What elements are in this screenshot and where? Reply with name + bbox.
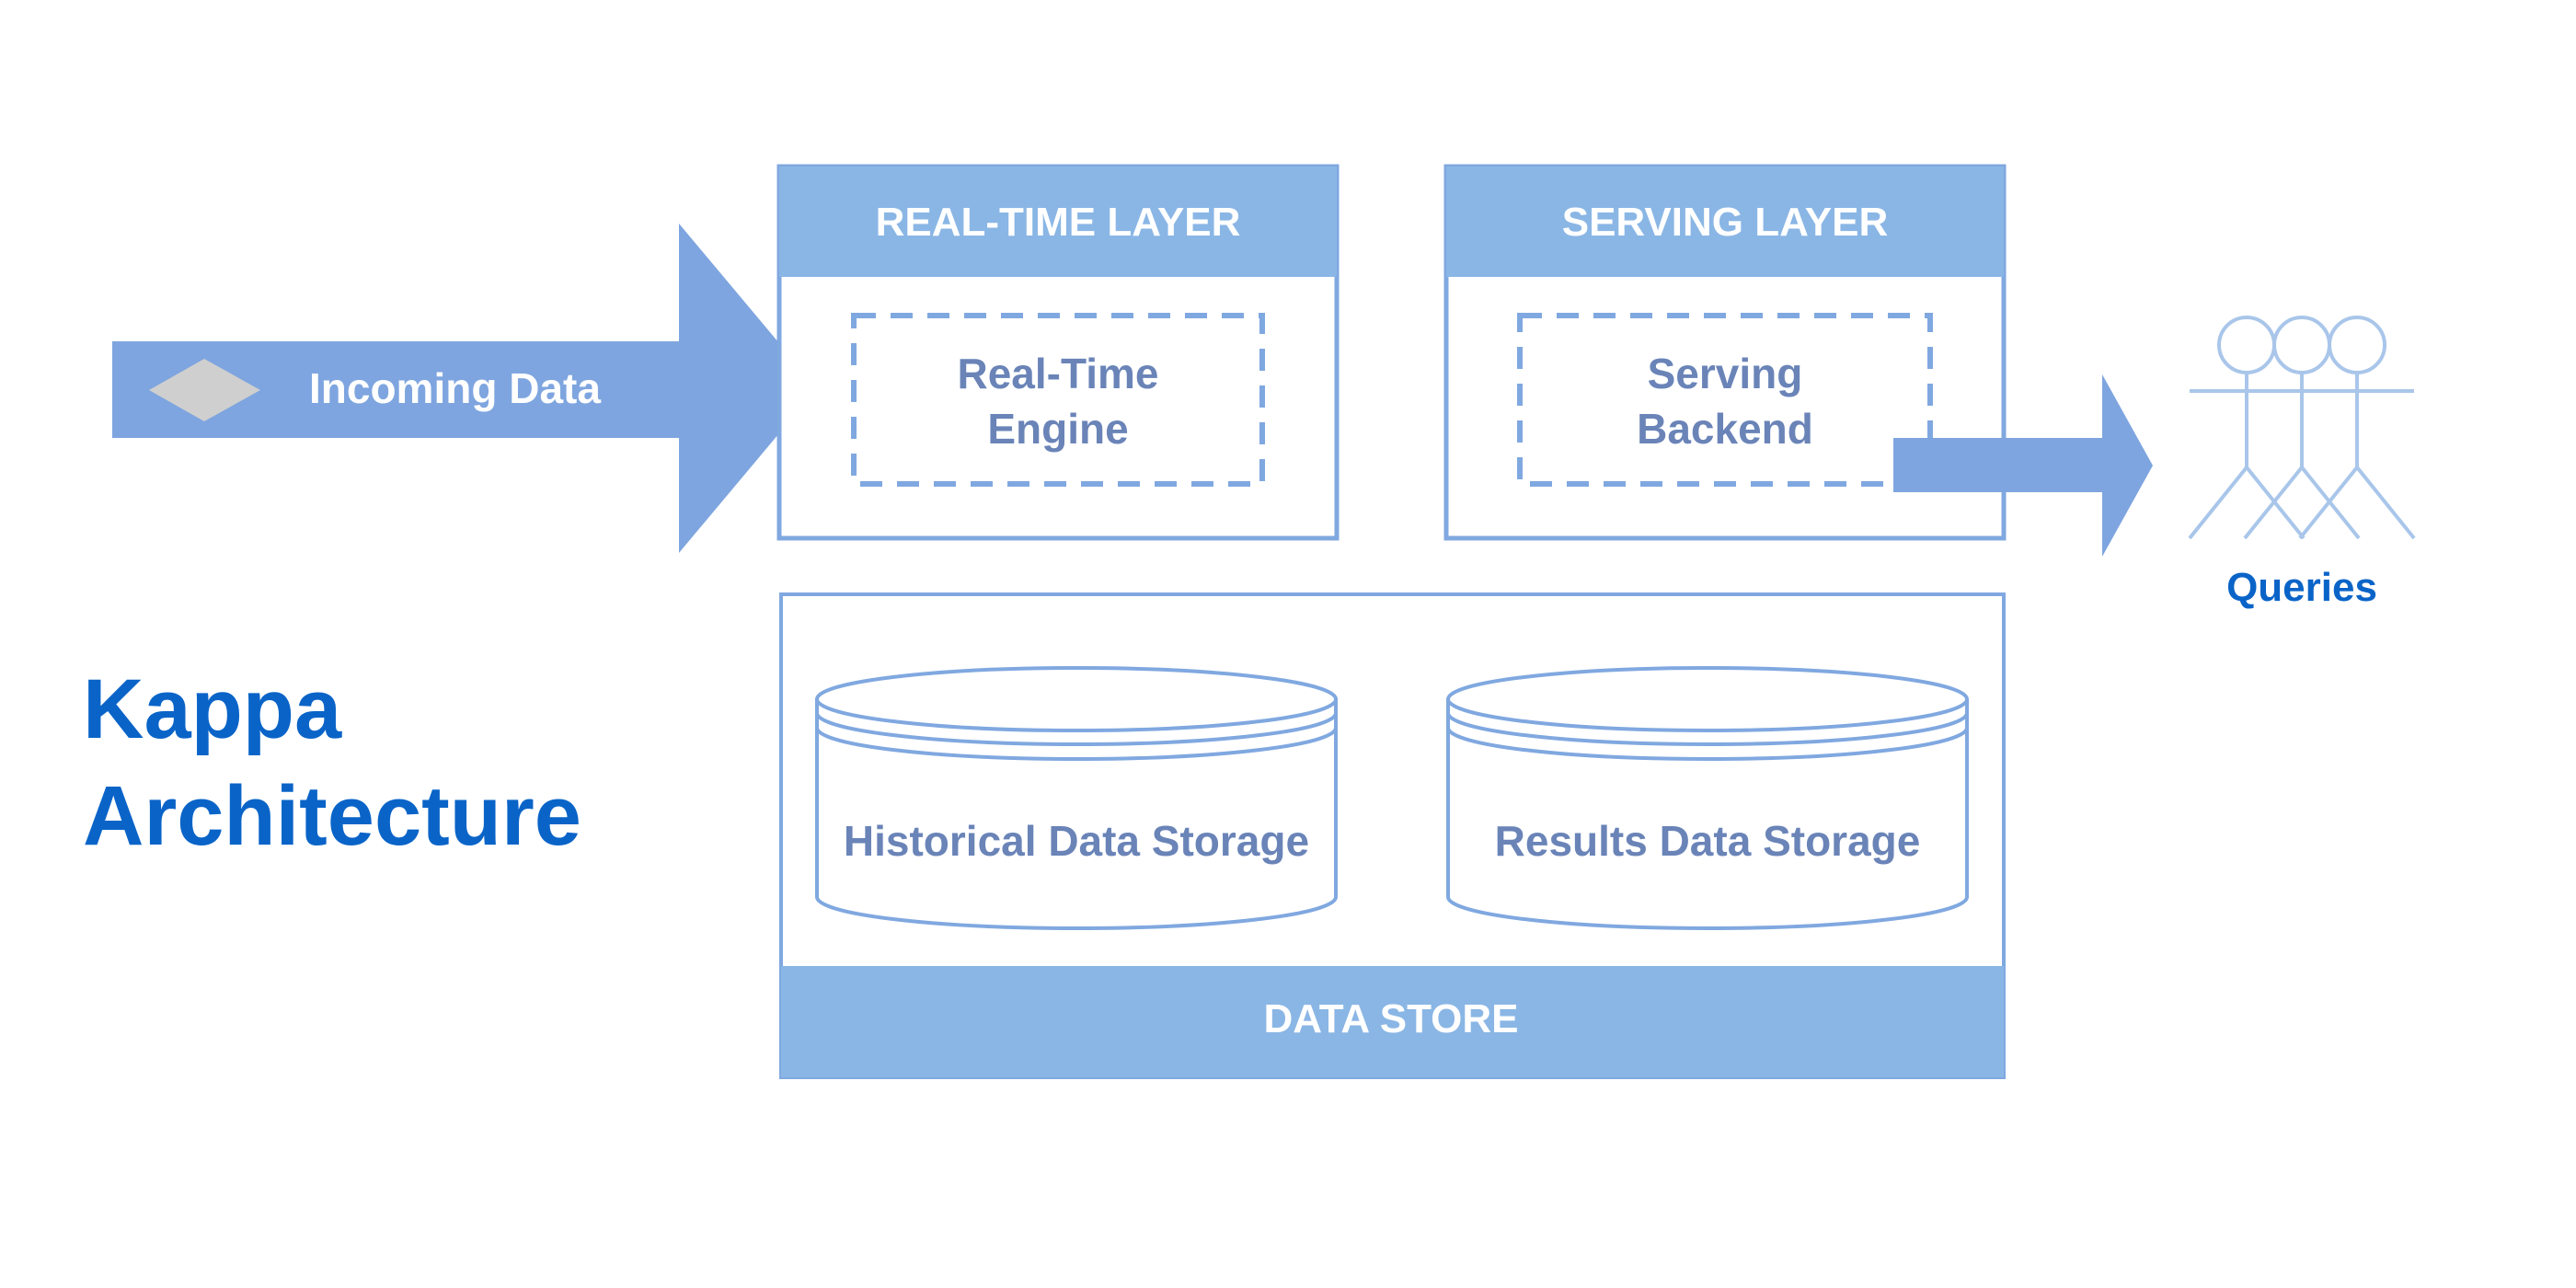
real-time-layer: REAL-TIME LAYER Real-Time Engine (776, 164, 1340, 541)
data-store-footer (781, 966, 2004, 1077)
real-time-layer-header (779, 167, 1337, 277)
incoming-data-arrow: Incoming Data (112, 224, 817, 553)
data-store: DATA STORE Historical Data Storage Resul… (779, 592, 2006, 1079)
data-packet-diamond-icon (149, 359, 260, 421)
real-time-engine-label-line2: Engine (987, 405, 1128, 453)
serving-backend-box (1517, 313, 1933, 487)
incoming-data-label: Incoming Data (309, 364, 601, 412)
diagram-title-line2: Architecture (83, 769, 581, 863)
historical-data-storage-label: Historical Data Storage (844, 817, 1309, 865)
serving-backend-label-line2: Backend (1637, 405, 1813, 453)
diagram-title-line1: Kappa (83, 662, 342, 756)
data-store-title: DATA STORE (1263, 996, 1518, 1041)
incoming-arrow-shape (112, 224, 817, 553)
queries-label: Queries (2226, 565, 2377, 610)
real-time-engine-box (851, 313, 1265, 487)
queries-output-arrow (1893, 374, 2153, 557)
serving-layer-header (1446, 167, 2004, 277)
serving-layer-title: SERVING LAYER (1562, 200, 1889, 245)
real-time-layer-title: REAL-TIME LAYER (876, 200, 1241, 245)
serving-backend-label-line1: Serving (1648, 350, 1803, 397)
results-data-storage-label: Results Data Storage (1495, 817, 1921, 865)
users-icon (2188, 316, 2416, 540)
results-storage-cylinder-icon (1446, 666, 1969, 930)
real-time-engine-label-line1: Real-Time (957, 350, 1158, 397)
historical-storage-cylinder-icon (815, 666, 1338, 930)
